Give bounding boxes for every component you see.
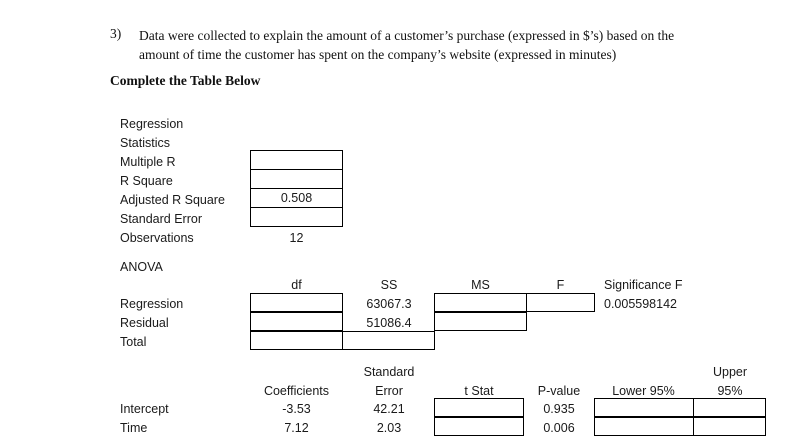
input-residual-df[interactable] [250, 312, 343, 331]
input-total-df[interactable] [250, 331, 343, 350]
input-intercept-upper-95[interactable] [693, 398, 766, 417]
regression-statistics-title-line-1: Regression [120, 117, 184, 131]
input-time-lower-95[interactable] [594, 417, 694, 436]
value-intercept-standard-error: 42.21 [373, 402, 405, 416]
label-standard-error: Standard Error [120, 212, 202, 226]
input-time-t-stat[interactable] [434, 417, 524, 436]
question-number: 3) [110, 26, 122, 41]
input-total-ss[interactable] [342, 331, 435, 350]
anova-row-label-residual: Residual [120, 316, 169, 330]
coefficients-row-label-time: Time [120, 421, 148, 435]
label-observations: Observations [120, 231, 194, 245]
header-upper-95-line-1: Upper [712, 365, 748, 379]
question-text-line-1: Data were collected to explain the amoun… [139, 28, 675, 43]
label-r-square: R Square [120, 174, 173, 188]
input-intercept-t-stat[interactable] [434, 398, 524, 417]
value-significance-f: 0.005598142 [604, 297, 677, 311]
input-residual-ms[interactable] [434, 312, 527, 331]
header-upper-95-line-2: 95% [717, 384, 743, 398]
header-standard-error-line-1: Standard [363, 365, 415, 379]
coefficients-row-label-intercept: Intercept [120, 402, 169, 416]
label-multiple-r: Multiple R [120, 155, 176, 169]
value-regression-ss: 63067.3 [366, 297, 412, 311]
header-t-stat: t Stat [464, 384, 494, 398]
question-text-line-2: amount of time the customer has spent on… [139, 47, 617, 62]
input-regression-ms[interactable] [434, 293, 527, 312]
instruction-heading: Complete the Table Below [110, 73, 261, 88]
value-time-p-value: 0.006 [543, 421, 575, 435]
input-r-square[interactable] [250, 169, 343, 189]
header-lower-95: Lower 95% [612, 384, 675, 398]
input-intercept-lower-95[interactable] [594, 398, 694, 417]
anova-header-significance-f: Significance F [604, 278, 683, 292]
anova-header-f: F [556, 278, 565, 292]
input-regression-df[interactable] [250, 293, 343, 312]
anova-header-ss: SS [380, 278, 398, 292]
anova-row-label-regression: Regression [120, 297, 184, 311]
anova-header-df: df [291, 278, 302, 292]
anova-row-label-total: Total [120, 335, 147, 349]
input-time-upper-95[interactable] [693, 417, 766, 436]
label-adjusted-r-square: Adjusted R Square [120, 193, 225, 207]
header-p-value: P-value [537, 384, 581, 398]
value-intercept-p-value: 0.935 [543, 402, 575, 416]
input-multiple-r[interactable] [250, 150, 343, 170]
value-time-coefficient: 7.12 [284, 421, 309, 435]
anova-header-ms: MS [471, 278, 490, 292]
input-standard-error[interactable] [250, 207, 343, 227]
header-standard-error-line-2: Error [375, 384, 403, 398]
header-coefficients: Coefficients [263, 384, 330, 398]
value-residual-ss: 51086.4 [366, 316, 412, 330]
regression-statistics-title-line-2: Statistics [120, 136, 171, 150]
anova-title: ANOVA [120, 260, 163, 274]
input-regression-f[interactable] [526, 293, 595, 312]
value-observations: 12 [289, 231, 304, 245]
value-intercept-coefficient: -3.53 [282, 402, 311, 416]
value-time-standard-error: 2.03 [376, 421, 402, 435]
input-adjusted-r-square[interactable]: 0.508 [250, 188, 343, 208]
